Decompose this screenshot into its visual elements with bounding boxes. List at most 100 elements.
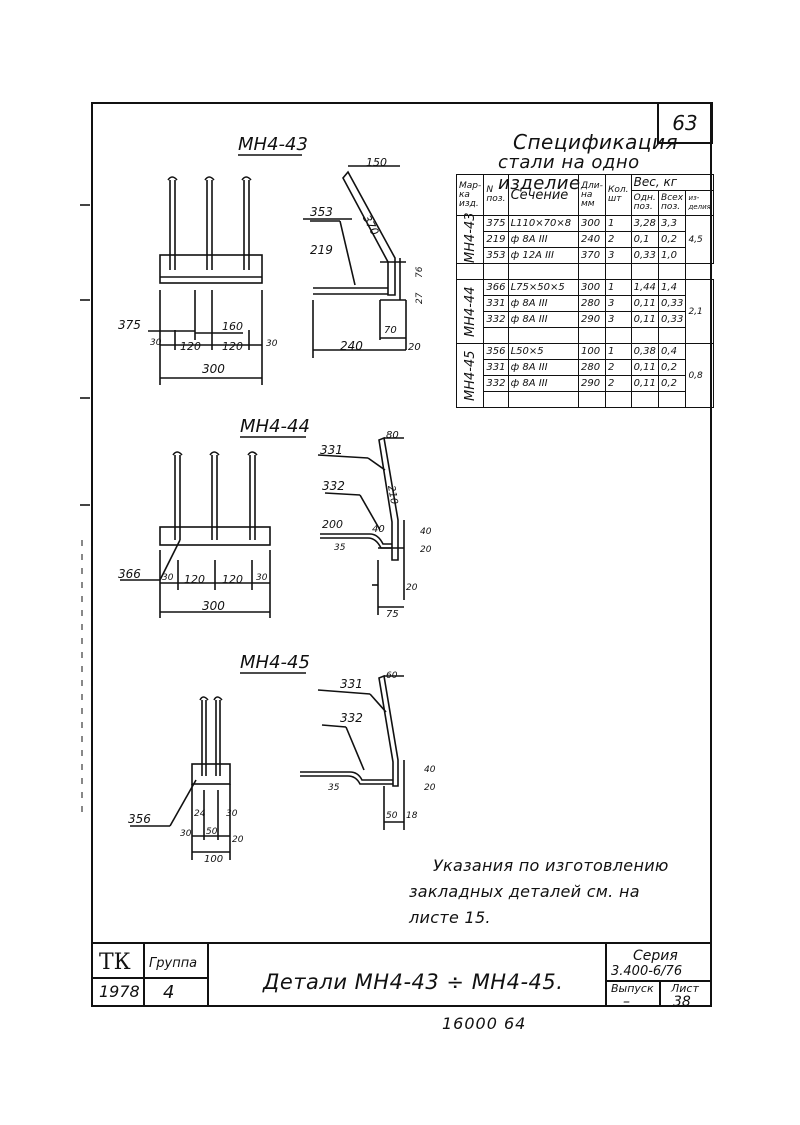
dim-70: 70 (384, 325, 397, 336)
dim-35: 35 (334, 543, 346, 553)
title-block-divider (659, 980, 661, 1007)
callout-356: 356 (128, 812, 151, 826)
dim-160: 160 (222, 320, 243, 333)
binding-marks (80, 204, 90, 820)
spec-header-subrow: Одн. поз. Всех поз. из-делия (457, 190, 714, 216)
mn44-side-view (317, 436, 405, 615)
dim-30: 30 (256, 573, 268, 583)
mn45-side-view (300, 674, 405, 830)
series-value: 3.400-6/76 (611, 964, 683, 979)
callout-332: 332 (322, 479, 345, 493)
table-row-blank (455, 263, 714, 280)
dim-150: 150 (366, 156, 387, 169)
dim-30: 30 (266, 339, 278, 349)
dim-35: 35 (328, 783, 340, 793)
header-w-one: Одн. поз. (630, 190, 660, 216)
dim-80: 80 (386, 430, 399, 441)
dim-120: 120 (180, 340, 201, 353)
title-block-divider (605, 942, 607, 1007)
dim-76: 76 (415, 266, 425, 278)
sheet-number: 63 (657, 102, 713, 144)
dim-20: 20 (408, 342, 421, 353)
title-block-top-border (93, 942, 711, 944)
cell-w-all: 0,2 (658, 359, 687, 376)
dim-300: 300 (202, 362, 225, 376)
mn43-front-view (148, 176, 263, 385)
dim-200: 200 (322, 518, 343, 531)
cell-pos: 353 (483, 247, 509, 264)
dim-240: 240 (340, 339, 363, 353)
dim-27: 27 (415, 292, 425, 304)
callout-366: 366 (118, 567, 141, 581)
label-mn45: МН4-45 (240, 652, 310, 673)
dim-30: 30 (150, 338, 162, 348)
spec-title: Спецификация (513, 130, 679, 154)
spec-header-row: Мар-ка изд. N поз. Сечение Дли-на мм Кол… (455, 174, 715, 216)
table-row: МН4-43 375 L110×70×8 300 1 3,28 3,3 4,5 (456, 213, 714, 264)
note-line-1: Указания по изготовлению (433, 856, 669, 875)
issue-value: – (623, 994, 630, 1010)
series-label: Серия (633, 948, 678, 964)
title-block-divider (605, 980, 711, 982)
dim-75: 75 (386, 609, 399, 620)
callout-375: 375 (118, 318, 141, 332)
dim-100: 100 (204, 854, 223, 865)
table-row: 219 ф 8А III 240 2 0,1 0,2 (457, 231, 714, 248)
drawing-title: Детали МН4-43 ÷ МН4-45. (263, 970, 564, 994)
dim-30: 30 (162, 573, 174, 583)
table-row: 332 ф 8А III 290 2 0,11 0,2 (457, 375, 714, 392)
dim-20: 20 (420, 545, 432, 555)
drawing-sheet: 63 Спецификация стали на одно изделие Ма… (91, 102, 715, 1010)
year: 1978 (99, 982, 140, 1001)
mn45-front-view (130, 696, 231, 860)
dim-40: 40 (424, 765, 436, 775)
table-row: 353 ф 12А III 370 3 0,33 1,0 (457, 247, 714, 264)
group-label: Группа (149, 956, 198, 971)
table-row: МН4-45 356 L50×5 100 1 0,38 0,4 0,8 (456, 343, 714, 408)
dim-40: 40 (372, 524, 385, 535)
label-mn44: МН4-44 (240, 416, 310, 437)
dim-120: 120 (222, 573, 243, 586)
callout-331: 331 (340, 677, 363, 691)
dim-370: 370 (360, 213, 381, 238)
table-row: 331 ф 8А III 280 2 0,11 0,2 (457, 359, 714, 376)
callout-219: 219 (310, 243, 333, 257)
dim-40: 40 (420, 527, 432, 537)
header-section: Сечение (507, 174, 579, 216)
dim-20: 20 (232, 835, 244, 845)
title-block-divider (143, 942, 145, 1007)
dim-30: 30 (180, 829, 192, 839)
dim-60: 60 (386, 671, 398, 681)
table-row: 332 ф 8А III 290 3 0,11 0,33 (457, 311, 714, 328)
title-block-divider (207, 942, 209, 1007)
header-w-prod: из-делия (685, 190, 714, 216)
issue-label: Выпуск (611, 982, 654, 995)
cell-length: 290 (577, 311, 607, 328)
dim-210: 210 (385, 485, 399, 506)
header-length: Дли-на мм (577, 174, 607, 216)
dim-18: 18 (406, 811, 418, 821)
mn43-side-view (303, 165, 407, 358)
table-row: 331 ф 8А III 280 3 0,11 0,33 (457, 295, 714, 312)
cell-w-prod: 0,8 (685, 343, 714, 408)
title-block-divider (93, 977, 209, 979)
label-mn43: МН4-43 (238, 134, 308, 155)
cell-w-prod: 2,1 (685, 279, 714, 344)
footer-numbers: 16000 64 (442, 1014, 527, 1033)
header-qty: Кол. шт (605, 174, 632, 216)
dim-50: 50 (386, 811, 398, 821)
cell-w-prod: 4,5 (685, 215, 714, 264)
dim-120: 120 (184, 573, 205, 586)
dim-120: 120 (222, 340, 243, 353)
group-value: 4 (163, 982, 175, 1003)
sheet-label: Лист (671, 982, 699, 995)
callout-353: 353 (310, 205, 333, 219)
dim-20: 20 (424, 783, 436, 793)
dim-24: 24 (194, 809, 206, 819)
mn44-front-view (120, 451, 271, 618)
table-row-blank (457, 391, 714, 408)
sheet-value: 38 (673, 994, 691, 1010)
org-code: ТК (99, 950, 131, 975)
note-line-3: листе 15. (409, 908, 491, 927)
